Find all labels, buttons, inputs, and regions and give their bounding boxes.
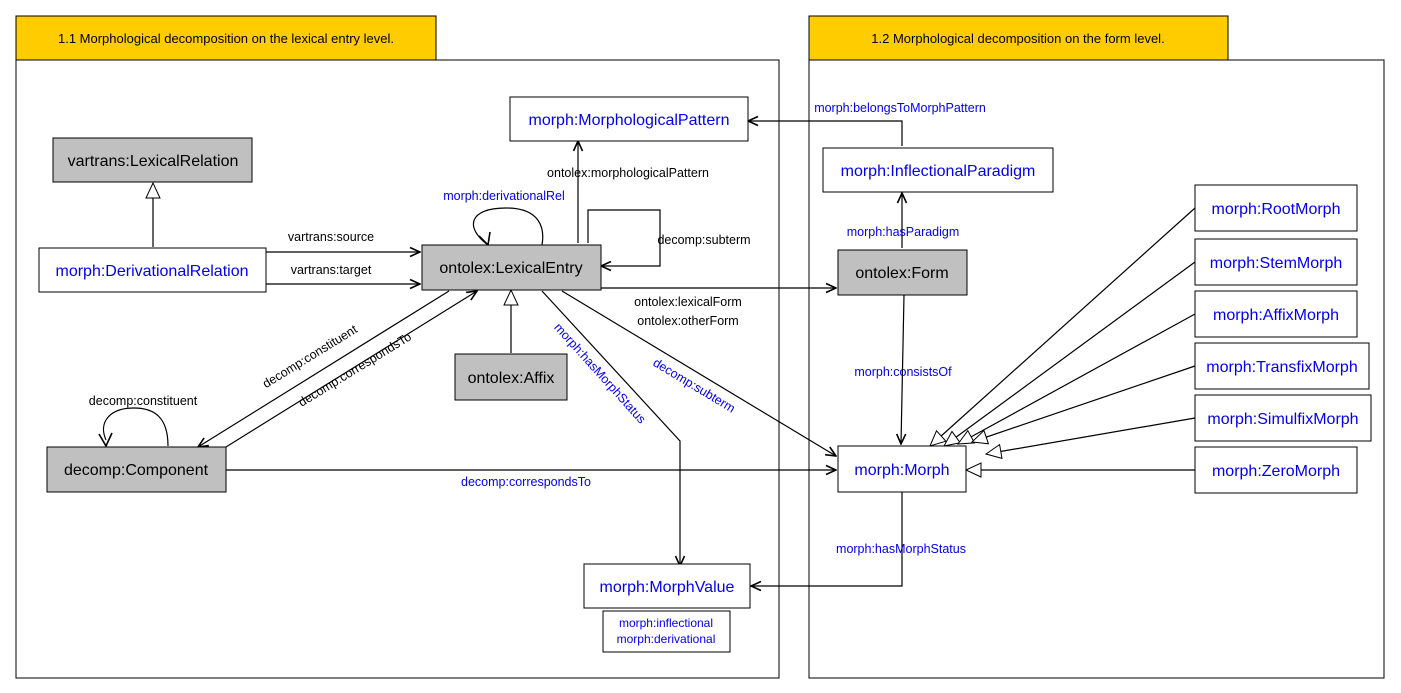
class-derivational-relation-label: morph:DerivationalRelation [56, 263, 249, 280]
edge-has-morph-status-morph [751, 492, 903, 586]
class-morph-value[interactable]: morph:MorphValue [583, 563, 751, 609]
morph-value-instances: morph:inflectional morph:derivational [602, 610, 731, 653]
edge-subterm-loop [587, 209, 661, 266]
class-morphological-pattern-label: morph:MorphologicalPattern [529, 112, 730, 129]
edge-simulfix-morph-to-morph [984, 417, 1196, 460]
morph-value-instance-1: morph:inflectional [619, 616, 713, 630]
label-corresponds-to-morph: decomp:correspondsTo [461, 475, 591, 489]
label-morphological-pattern: ontolex:morphologicalPattern [547, 166, 709, 180]
class-zero-morph[interactable]: morph:ZeroMorph [1194, 446, 1358, 494]
label-derivational-rel: morph:derivationalRel [443, 189, 565, 203]
edge-subterm-to-morph [561, 290, 836, 456]
class-lexical-relation-label: vartrans:LexicalRelation [68, 153, 239, 170]
class-component[interactable]: decomp:Component [46, 446, 227, 493]
class-simulfix-morph-label: morph:SimulfixMorph [1207, 411, 1358, 428]
left-panel-tab [15, 15, 437, 61]
class-morph[interactable]: morph:Morph [837, 445, 967, 493]
edge-affix-morph-to-morph [956, 313, 1196, 445]
edge-transfix-morph-to-morph [970, 365, 1196, 445]
label-consists-of: morph:consistsOf [854, 365, 952, 379]
class-morphological-pattern[interactable]: morph:MorphologicalPattern [509, 96, 749, 142]
edge-constituent-to-component [198, 290, 450, 447]
right-panel-tab [808, 15, 1229, 61]
class-affix[interactable]: ontolex:Affix [454, 353, 568, 401]
class-derivational-relation[interactable]: morph:DerivationalRelation [38, 247, 267, 293]
label-has-morph-status-morph: morph:hasMorphStatus [836, 542, 966, 556]
label-has-paradigm: morph:hasParadigm [847, 225, 960, 239]
class-stem-morph-label: morph:StemMorph [1210, 255, 1343, 272]
class-affix-label: ontolex:Affix [468, 370, 555, 387]
class-inflectional-paradigm[interactable]: morph:InflectionalParadigm [822, 147, 1054, 193]
class-lexical-entry[interactable]: ontolex:LexicalEntry [421, 244, 602, 291]
class-affix-morph-label: morph:AffixMorph [1213, 307, 1339, 324]
morph-value-instance-2: morph:derivational [617, 632, 716, 646]
edge-stem-morph-to-morph [943, 261, 1196, 447]
label-subterm-self: decomp:subterm [657, 233, 750, 247]
label-lexical-form: ontolex:lexicalForm [634, 295, 742, 309]
class-form-label: ontolex:Form [855, 265, 948, 282]
class-inflectional-paradigm-label: morph:InflectionalParadigm [841, 163, 1036, 180]
edge-belongs-to-morph-pattern [748, 121, 903, 146]
class-morph-value-label: morph:MorphValue [600, 579, 735, 596]
class-transfix-morph-label: morph:TransfixMorph [1206, 359, 1357, 376]
label-belongs-to-morph-pattern: morph:belongsToMorphPattern [814, 101, 986, 115]
left-panel-title: 1.1 Morphological decomposition on the l… [58, 31, 394, 46]
class-zero-morph-label: morph:ZeroMorph [1212, 463, 1340, 480]
class-lexical-entry-label: ontolex:LexicalEntry [439, 260, 582, 277]
label-constituent-self: decomp:constituent [89, 394, 198, 408]
edge-constituent-self-loop [103, 407, 169, 447]
class-root-morph[interactable]: morph:RootMorph [1194, 184, 1358, 232]
right-panel-title: 1.2 Morphological decomposition on the f… [871, 31, 1164, 46]
edge-has-morph-status-entry [541, 290, 680, 566]
class-transfix-morph[interactable]: morph:TransfixMorph [1194, 342, 1370, 390]
class-simulfix-morph[interactable]: morph:SimulfixMorph [1194, 394, 1372, 442]
class-root-morph-label: morph:RootMorph [1212, 201, 1341, 218]
edge-corresponds-to-entry [225, 291, 477, 448]
class-stem-morph[interactable]: morph:StemMorph [1194, 238, 1358, 286]
edge-derivational-rel-loop [472, 207, 544, 246]
edge-consists-of [901, 294, 904, 444]
class-morph-label: morph:Morph [854, 462, 949, 479]
edge-root-morph-to-morph [929, 207, 1196, 447]
label-vartrans-target: vartrans:target [291, 263, 372, 277]
label-vartrans-source: vartrans:source [288, 230, 374, 244]
class-affix-morph[interactable]: morph:AffixMorph [1194, 290, 1358, 338]
class-component-label: decomp:Component [64, 462, 209, 479]
class-lexical-relation[interactable]: vartrans:LexicalRelation [52, 137, 253, 183]
edge-constituent-self-arrowhead [98, 432, 113, 448]
class-form[interactable]: ontolex:Form [837, 249, 968, 296]
label-other-form: ontolex:otherForm [637, 314, 738, 328]
